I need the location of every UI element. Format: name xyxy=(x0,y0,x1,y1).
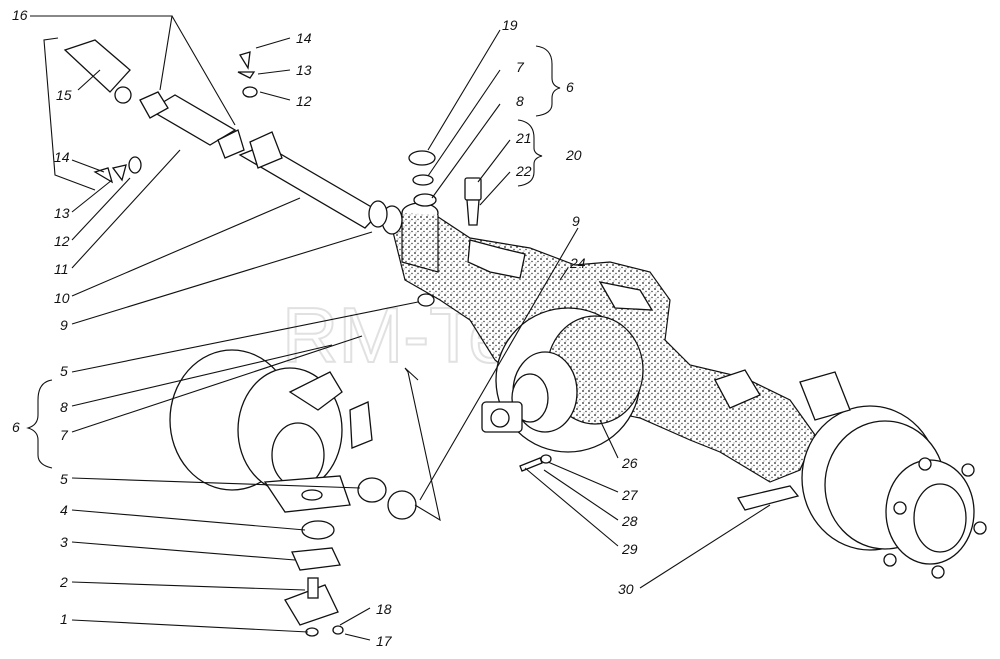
label-28: 28 xyxy=(621,513,638,529)
right-wheel-hub xyxy=(799,371,987,579)
label-29: 29 xyxy=(621,541,638,557)
label-12-left: 12 xyxy=(54,233,70,249)
label-19: 19 xyxy=(502,17,518,33)
label-2: 2 xyxy=(59,574,68,590)
label-14-top: 14 xyxy=(296,30,312,46)
label-1: 1 xyxy=(60,611,68,627)
label-7-right: 7 xyxy=(516,59,525,75)
bolt-parts-lower xyxy=(93,156,142,184)
label-12-top: 12 xyxy=(296,93,312,109)
label-18: 18 xyxy=(376,601,392,617)
label-9-right: 9 xyxy=(572,213,580,229)
label-14-left: 14 xyxy=(54,149,70,165)
flange-bolts xyxy=(519,454,552,472)
label-4: 4 xyxy=(60,502,68,518)
label-20: 20 xyxy=(565,147,582,163)
label-11: 11 xyxy=(54,261,69,277)
kingpin-boss xyxy=(401,202,439,273)
label-22: 22 xyxy=(515,163,532,179)
bolt-parts-upper xyxy=(237,51,258,98)
label-10: 10 xyxy=(54,290,70,306)
label-21: 21 xyxy=(515,130,532,146)
label-17: 17 xyxy=(376,633,393,649)
part-labels: 16 15 14 13 12 14 13 12 11 10 9 5 6 8 7 … xyxy=(12,7,639,649)
label-24: 24 xyxy=(569,255,586,271)
kingpin-stack xyxy=(408,150,437,207)
label-6-right: 6 xyxy=(566,79,574,95)
steering-arm xyxy=(736,485,800,511)
label-8-right: 8 xyxy=(516,93,524,109)
label-3: 3 xyxy=(60,534,68,550)
lower-bearing-stack xyxy=(284,293,435,637)
label-30: 30 xyxy=(618,581,634,597)
label-13-left: 13 xyxy=(54,205,70,221)
label-5-left: 5 xyxy=(60,363,68,379)
label-27: 27 xyxy=(621,487,639,503)
label-26: 26 xyxy=(621,455,638,471)
drive-shaft xyxy=(63,39,403,235)
label-8-left: 8 xyxy=(60,399,68,415)
left-steering-knuckle xyxy=(169,349,373,513)
differential-carrier xyxy=(481,307,644,453)
leader-lines xyxy=(26,15,771,641)
breather xyxy=(464,177,482,226)
label-13-top: 13 xyxy=(296,62,312,78)
label-9-left: 9 xyxy=(60,317,68,333)
label-5-lower: 5 xyxy=(60,471,68,487)
label-15: 15 xyxy=(56,87,72,103)
label-6-left: 6 xyxy=(12,419,20,435)
label-7-left: 7 xyxy=(60,427,69,443)
label-16: 16 xyxy=(12,7,28,23)
